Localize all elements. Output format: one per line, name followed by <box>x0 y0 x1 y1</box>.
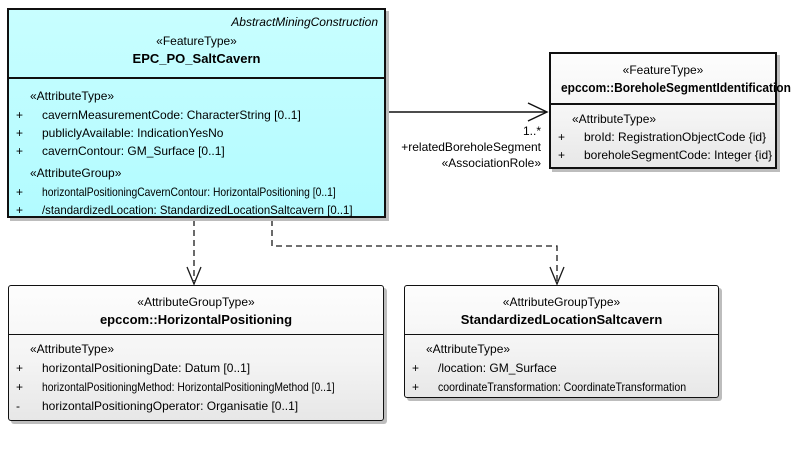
attribute-text: horizontalPositioningCavernContour: Hori… <box>42 185 336 199</box>
attribute-row: + /location: GM_Surface <box>405 359 718 378</box>
open-arrowhead-icon <box>186 266 202 286</box>
attribute-row: - horizontalPositioningOperator: Organis… <box>9 397 383 416</box>
attribute-row: + horizontalPositioningMethod: Horizonta… <box>9 378 383 397</box>
visibility: + <box>558 130 566 144</box>
section-heading: «AttributeType» <box>572 112 657 126</box>
class-name: StandardizedLocationSaltcavern <box>460 312 663 327</box>
attribute-row: + cavernMeasurementCode: CharacterString… <box>9 106 384 124</box>
open-arrowhead-icon <box>527 102 549 122</box>
association-multiplicity: 1..* <box>522 124 541 138</box>
visibility: + <box>16 144 24 158</box>
dependency-arrow-horizontal-positioning[interactable] <box>186 220 202 286</box>
attribute-row: + boreholeSegmentCode: Integer {id} <box>551 146 775 164</box>
section-heading: «AttributeGroup» <box>30 166 122 180</box>
attribute-row: + /standardizedLocation: StandardizedLoc… <box>9 201 384 219</box>
class-attributes: «AttributeType» + broId: RegistrationObj… <box>551 105 775 164</box>
attribute-text: horizontalPositioningOperator: Organisat… <box>42 399 299 413</box>
dependency-arrow-standardized-location[interactable] <box>271 220 565 286</box>
class-name: epccom::BoreholeSegmentIdentification <box>560 80 791 95</box>
class-name: EPC_PO_SaltCavern <box>132 51 261 66</box>
visibility: + <box>412 380 420 394</box>
section-heading: «AttributeType» <box>426 342 511 356</box>
class-stereotype: «FeatureType» <box>622 63 704 77</box>
attribute-text: cavernContour: GM_Surface [0..1] <box>42 144 225 158</box>
class-name: epccom::HorizontalPositioning <box>99 312 293 327</box>
class-attributes: «AttributeType» + /location: GM_Surface … <box>405 335 718 397</box>
visibility: + <box>16 185 24 199</box>
visibility: - <box>16 399 20 413</box>
class-horizontal-positioning[interactable]: «AttributeGroupType» epccom::HorizontalP… <box>8 285 384 421</box>
class-attributes: «AttributeType» + cavernMeasurementCode:… <box>9 79 384 219</box>
class-borehole-segment-identification[interactable]: «FeatureType» epccom::BoreholeSegmentIde… <box>549 52 791 169</box>
attribute-row: + horizontalPositioningDate: Datum [0..1… <box>9 359 383 378</box>
visibility: + <box>412 361 420 375</box>
class-header: «AttributeGroupType» epccom::HorizontalP… <box>9 286 383 335</box>
class-stereotype: «AttributeGroupType» <box>502 295 621 309</box>
visibility: + <box>16 126 24 140</box>
class-attributes: «AttributeType» + horizontalPositioningD… <box>9 335 383 416</box>
association-related-borehole-segment[interactable] <box>388 102 549 122</box>
attribute-text: coordinateTransformation: CoordinateTran… <box>438 380 687 394</box>
class-header: AbstractMiningConstruction «FeatureType»… <box>9 10 384 79</box>
association-stereotype: «AssociationRole» <box>441 156 541 170</box>
class-header: «AttributeGroupType» StandardizedLocatio… <box>405 286 718 335</box>
attribute-row: + cavernContour: GM_Surface [0..1] <box>9 142 384 160</box>
attribute-text: /location: GM_Surface <box>438 361 557 375</box>
attribute-row: + publiclyAvailable: IndicationYesNo <box>9 124 384 142</box>
open-arrowhead-icon <box>549 266 565 286</box>
class-standardized-location-saltcavern[interactable]: «AttributeGroupType» StandardizedLocatio… <box>404 285 719 398</box>
class-stereotype: «FeatureType» <box>156 34 237 48</box>
section-heading: «AttributeType» <box>30 342 115 356</box>
class-epc-po-saltcavern[interactable]: AbstractMiningConstruction «FeatureType»… <box>7 8 386 218</box>
visibility: + <box>16 361 24 375</box>
attribute-text: horizontalPositioningDate: Datum [0..1] <box>42 361 251 375</box>
attribute-text: /standardizedLocation: StandardizedLocat… <box>42 203 353 217</box>
class-stereotype: «AttributeGroupType» <box>137 295 255 309</box>
attribute-text: boreholeSegmentCode: Integer {id} <box>584 148 773 162</box>
visibility: + <box>16 203 24 217</box>
visibility: + <box>558 148 566 162</box>
attribute-row: + broId: RegistrationObjectCode {id} <box>551 128 775 146</box>
dashed-line[interactable] <box>271 220 558 281</box>
attribute-row: + horizontalPositioningCavernContour: Ho… <box>9 183 384 201</box>
attribute-row: + coordinateTransformation: CoordinateTr… <box>405 378 718 397</box>
attribute-text: horizontalPositioningMethod: HorizontalP… <box>42 380 335 394</box>
visibility: + <box>16 380 24 394</box>
attribute-text: broId: RegistrationObjectCode {id} <box>584 130 767 144</box>
class-header: «FeatureType» epccom::BoreholeSegmentIde… <box>551 54 791 105</box>
attribute-text: cavernMeasurementCode: CharacterString [… <box>42 108 301 122</box>
parent-classifier-badge: AbstractMiningConstruction <box>231 15 378 29</box>
association-role-name: +relatedBoreholeSegment <box>401 140 541 154</box>
attribute-text: publiclyAvailable: IndicationYesNo <box>42 126 224 140</box>
visibility: + <box>16 108 24 122</box>
section-heading: «AttributeType» <box>30 89 115 103</box>
